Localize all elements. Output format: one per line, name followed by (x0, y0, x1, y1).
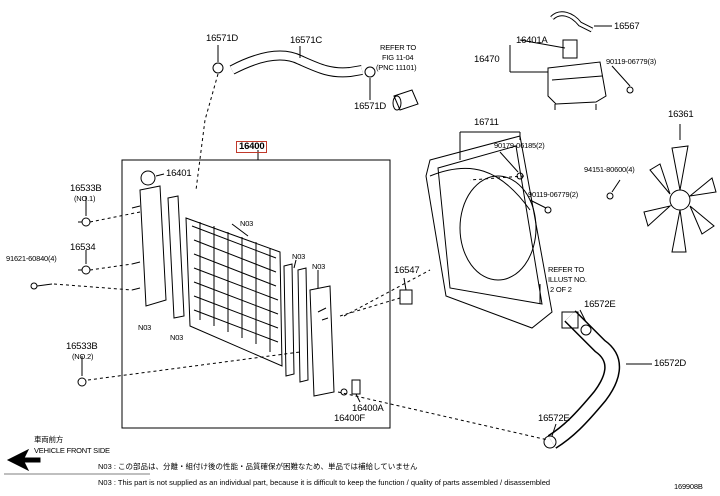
refer-line-3: (PNC 11101) (376, 63, 417, 72)
note-no1: (NO.1) (74, 194, 96, 203)
refer2-line-3: 2 OF 2 (550, 285, 572, 294)
note-no2: (NO.2) (72, 352, 94, 361)
callout-16400A[interactable]: 16400A (352, 403, 384, 414)
refer-line-1: REFER TO (380, 43, 417, 52)
callout-91621[interactable]: 91621-60840(4) (6, 254, 57, 263)
reservoir-tank (547, 61, 607, 105)
callout-16401[interactable]: 16401 (166, 168, 192, 179)
n03-label: N03 (312, 262, 326, 271)
n03-label: N03 (138, 323, 152, 332)
figure-code: 169908B (674, 482, 703, 491)
assembly-frame (121, 159, 391, 429)
hose-clamp-icon (364, 66, 376, 78)
callout-90119-2[interactable]: 90119-06779(2) (528, 190, 579, 199)
n03-label: N03 (170, 333, 184, 342)
vehicle-front-arrow-icon (6, 448, 41, 472)
n03-label: N03 (240, 219, 254, 228)
callout-16534[interactable]: 16534 (70, 242, 96, 253)
refer2-line-1: REFER TO (548, 265, 585, 274)
callout-16533B-bottom[interactable]: 16533B (66, 341, 98, 352)
left-tank (139, 185, 167, 307)
callout-16567[interactable]: 16567 (614, 21, 640, 32)
engine-outlet-pipe (393, 89, 419, 111)
callout-90179[interactable]: 90179-06185(2) (494, 141, 545, 150)
refer2-line-2[interactable]: ILLUST NO. (548, 275, 587, 284)
callout-16572E-top[interactable]: 16572E (584, 299, 616, 310)
n03-note-english: N03 : This part is not supplied as an in… (98, 478, 551, 487)
radiator-core (185, 217, 283, 367)
cooling-fan-icon (643, 145, 717, 253)
callout-16711[interactable]: 16711 (474, 117, 499, 128)
callout-16571D-bottom[interactable]: 16571D (354, 101, 387, 112)
right-tank (309, 285, 335, 397)
callout-16572D[interactable]: 16572D (654, 358, 687, 369)
n03-note-japanese: N03 : この部品は、分離・組付け後の性能・品質確保が困難なため、単品では補給… (98, 462, 418, 471)
radiator-cap-icon (140, 170, 156, 186)
callout-16572E-bottom[interactable]: 16572E (538, 413, 570, 424)
callout-16571D-top[interactable]: 16571D (206, 33, 239, 44)
callout-16470[interactable]: 16470 (474, 54, 500, 65)
callout-16571C[interactable]: 16571C (290, 35, 323, 46)
callout-16400[interactable]: 16400 (236, 141, 268, 153)
callout-94151[interactable]: 94151-80600(4) (584, 165, 635, 174)
vehicle-front-jp: 車両前方 (34, 435, 64, 444)
callout-16547[interactable]: 16547 (394, 265, 420, 276)
hose-clamp-icon (212, 62, 224, 74)
vehicle-front-en: VEHICLE FRONT SIDE (34, 446, 110, 455)
n03-label: N03 (292, 252, 306, 261)
callout-16533B-top[interactable]: 16533B (70, 183, 102, 194)
refer-line-2[interactable]: FIG 11-04 (382, 53, 414, 62)
callout-16361[interactable]: 16361 (668, 109, 694, 120)
callout-90119-3[interactable]: 90119-06779(3) (606, 57, 657, 66)
callout-16400F[interactable]: 16400F (334, 413, 366, 424)
callout-16401A[interactable]: 16401A (516, 35, 548, 46)
